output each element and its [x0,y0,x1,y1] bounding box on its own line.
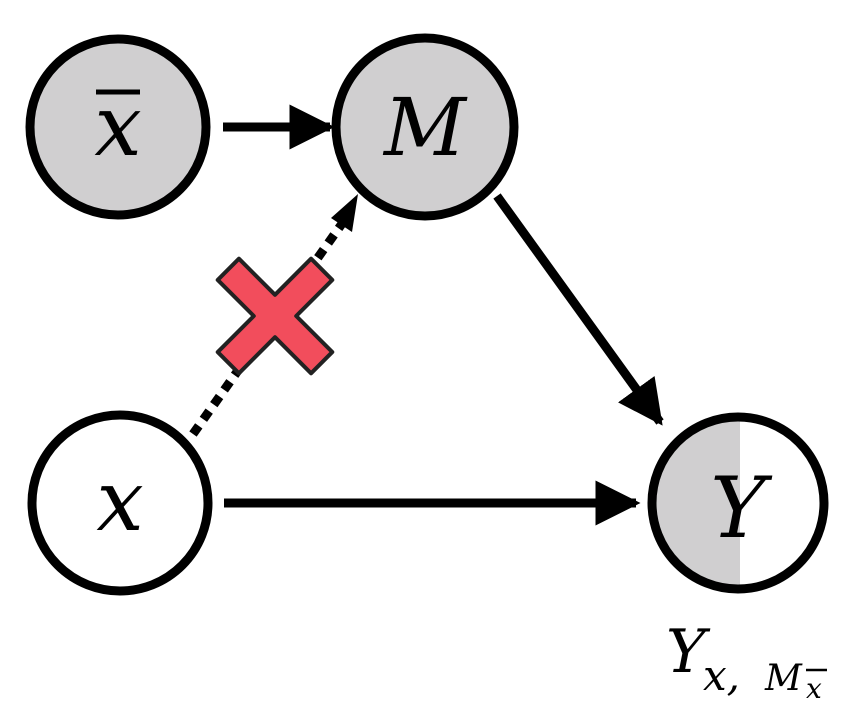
annotation-subscript-m: M [764,658,803,699]
node-y: Y [647,412,829,594]
node-x: x [27,410,213,596]
annotation-subscript-xbar: x [806,672,822,705]
node-m-label: M [382,81,468,174]
node-xbar: x [25,34,211,220]
counterfactual-annotation: Y x, M x [666,617,827,705]
edge-x-to-m-arrowhead [331,194,358,232]
annotation-base: Y [666,617,711,687]
blocked-cross-icon [215,256,335,376]
node-y-label: Y [710,459,773,557]
edge-m-to-y [493,193,664,426]
node-m: M [331,33,519,221]
node-x-label: x [96,452,143,550]
annotation-subscript-x: x, [703,651,740,700]
